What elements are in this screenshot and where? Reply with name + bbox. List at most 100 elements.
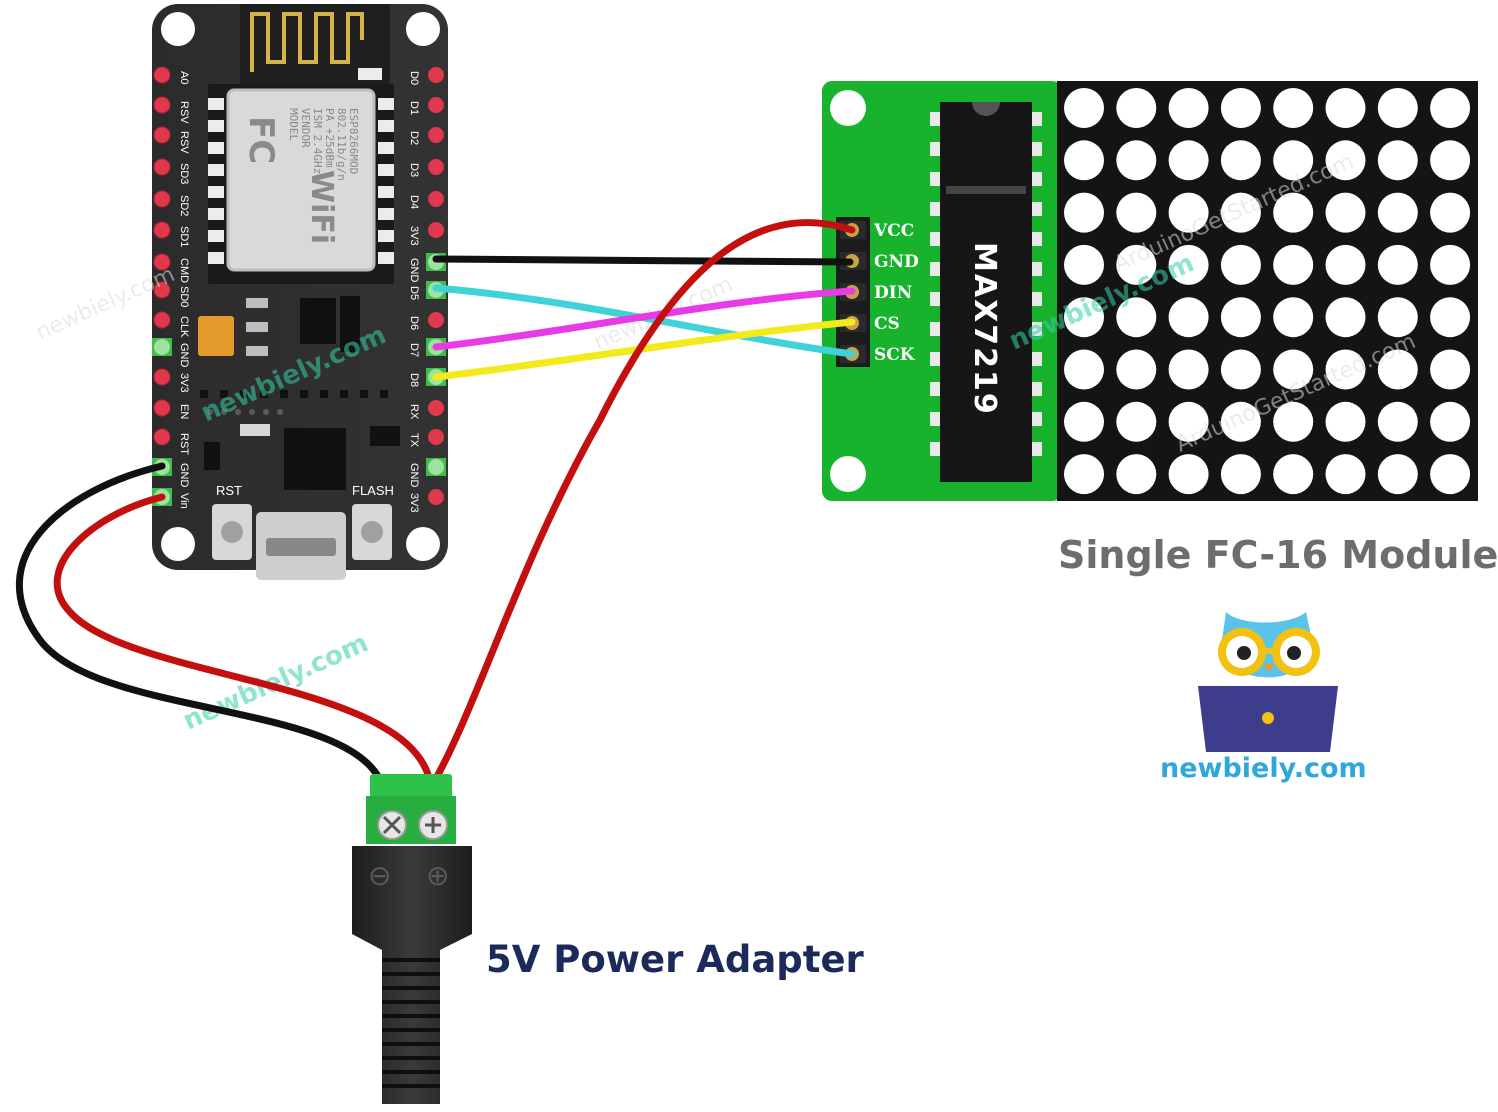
led-dot bbox=[1430, 401, 1471, 442]
led-dot bbox=[1168, 454, 1209, 495]
module-text: 802.11b/g/n bbox=[335, 108, 348, 181]
led-dot bbox=[1064, 454, 1104, 495]
led-dot bbox=[1377, 140, 1418, 181]
esp-pin-label: CLK bbox=[178, 316, 190, 338]
led-dot bbox=[1325, 401, 1366, 442]
brand-text: newbiely.com bbox=[1160, 753, 1367, 784]
minus-symbol: ⊖ bbox=[368, 859, 391, 892]
led-dot bbox=[1377, 401, 1418, 442]
esp-pin-label: RST bbox=[178, 433, 190, 455]
led-dot bbox=[1116, 140, 1157, 181]
led-dot bbox=[1273, 244, 1314, 285]
led-dot bbox=[1220, 88, 1261, 128]
esp-pin-en: EN bbox=[153, 399, 190, 419]
esp-pin-d6: D6 bbox=[408, 312, 444, 330]
led-dot bbox=[1220, 349, 1261, 390]
module-text: VENDOR bbox=[299, 108, 312, 148]
esp-pin-label: 3V3 bbox=[178, 373, 190, 393]
matrix-pin-label: VCC bbox=[873, 221, 914, 241]
esp-pin-label: GND bbox=[178, 343, 190, 368]
led-dot bbox=[1273, 192, 1314, 233]
esp-pin-sd0: SD0 bbox=[153, 281, 190, 307]
esp-pin-label: TX bbox=[408, 433, 420, 448]
led-dot bbox=[1325, 297, 1366, 338]
esp-pin-label: Vin bbox=[178, 493, 190, 509]
led-dot bbox=[1325, 140, 1366, 181]
module-text: ESP8266MOD bbox=[347, 108, 360, 174]
esp-pin-label: D0 bbox=[408, 71, 420, 85]
esp-pin-label: GND bbox=[408, 463, 420, 488]
led-dot bbox=[1220, 244, 1261, 285]
led-dot bbox=[1220, 140, 1261, 181]
led-dot bbox=[1116, 454, 1157, 495]
esp-pin-3v3: 3V3 bbox=[408, 222, 444, 246]
esp-pin-label: GND bbox=[178, 463, 190, 488]
fc-mark: FC bbox=[241, 116, 281, 164]
led-dot bbox=[1064, 349, 1104, 390]
led-dot bbox=[1325, 349, 1366, 390]
led-dot bbox=[1377, 454, 1418, 495]
led-dot bbox=[1325, 192, 1366, 233]
esp-pin-rx: RX bbox=[408, 400, 444, 420]
led-dot bbox=[1273, 140, 1314, 181]
module-text: MODEL bbox=[287, 108, 300, 141]
rst-label: RST bbox=[216, 483, 242, 498]
led-dot bbox=[1220, 401, 1261, 442]
led-dot bbox=[1116, 192, 1157, 233]
led-dot bbox=[1430, 349, 1471, 390]
esp-pin-d2: D2 bbox=[408, 127, 444, 145]
led-dot bbox=[1430, 297, 1471, 338]
led-dot bbox=[1168, 297, 1209, 338]
led-dot bbox=[1220, 192, 1261, 233]
led-dot bbox=[1116, 349, 1157, 390]
module-text: PA +25dBm bbox=[323, 108, 336, 168]
led-dot bbox=[1064, 244, 1104, 285]
led-dot bbox=[1168, 140, 1209, 181]
led-dot bbox=[1273, 401, 1314, 442]
chip-label: MAX7219 bbox=[967, 242, 1002, 416]
esp-pin-a0: A0 bbox=[153, 66, 190, 84]
esp-pin-label: D5 bbox=[408, 286, 420, 300]
esp-pin-gnd: GND bbox=[152, 338, 190, 368]
wires bbox=[15, 219, 856, 794]
esp-pin-label: D7 bbox=[408, 343, 420, 357]
esp-pin-label: D4 bbox=[408, 195, 420, 209]
esp-pin-label: D8 bbox=[408, 373, 420, 387]
led-dot bbox=[1377, 88, 1418, 128]
led-dot bbox=[1430, 88, 1471, 128]
esp-pin-rsv: RSV bbox=[153, 96, 190, 124]
esp-pin-rsv: RSV bbox=[153, 126, 190, 154]
led-dot bbox=[1064, 192, 1104, 233]
power-adapter: ⊖ ⊕ bbox=[352, 774, 472, 1104]
esp-pin-label: 3V3 bbox=[408, 493, 420, 513]
esp-pin-label: D2 bbox=[408, 131, 420, 145]
wifi-mark: WiFi bbox=[304, 170, 339, 244]
wire-d7-din bbox=[432, 287, 856, 351]
power-adapter-title: 5V Power Adapter bbox=[486, 938, 864, 981]
led-dot bbox=[1168, 192, 1209, 233]
esp-pin-d1: D1 bbox=[408, 97, 444, 115]
esp-pin-d0: D0 bbox=[408, 67, 444, 85]
led-dot bbox=[1377, 297, 1418, 338]
led-dot bbox=[1325, 454, 1366, 495]
esp-pin-clk: CLK bbox=[153, 311, 190, 338]
esp-pin-label: RSV bbox=[178, 131, 190, 154]
led-dot bbox=[1430, 192, 1471, 233]
led-dot bbox=[1220, 297, 1261, 338]
led-dot bbox=[1325, 244, 1366, 285]
esp-pin-label: GND bbox=[408, 258, 420, 283]
led-dot bbox=[1168, 401, 1209, 442]
esp-pin-sd2: SD2 bbox=[153, 190, 190, 216]
matrix-pin-label: CS bbox=[874, 314, 900, 334]
led-dot bbox=[1064, 88, 1104, 128]
led-dot bbox=[1168, 88, 1209, 128]
led-dot bbox=[1116, 297, 1157, 338]
esp-pin-cmd: CMD bbox=[153, 253, 190, 283]
led-dot bbox=[1116, 88, 1157, 128]
led-dot bbox=[1220, 454, 1261, 495]
wire-gnd-gnd bbox=[432, 255, 854, 266]
plus-symbol: ⊕ bbox=[426, 859, 449, 892]
esp-pin-label: D3 bbox=[408, 163, 420, 177]
